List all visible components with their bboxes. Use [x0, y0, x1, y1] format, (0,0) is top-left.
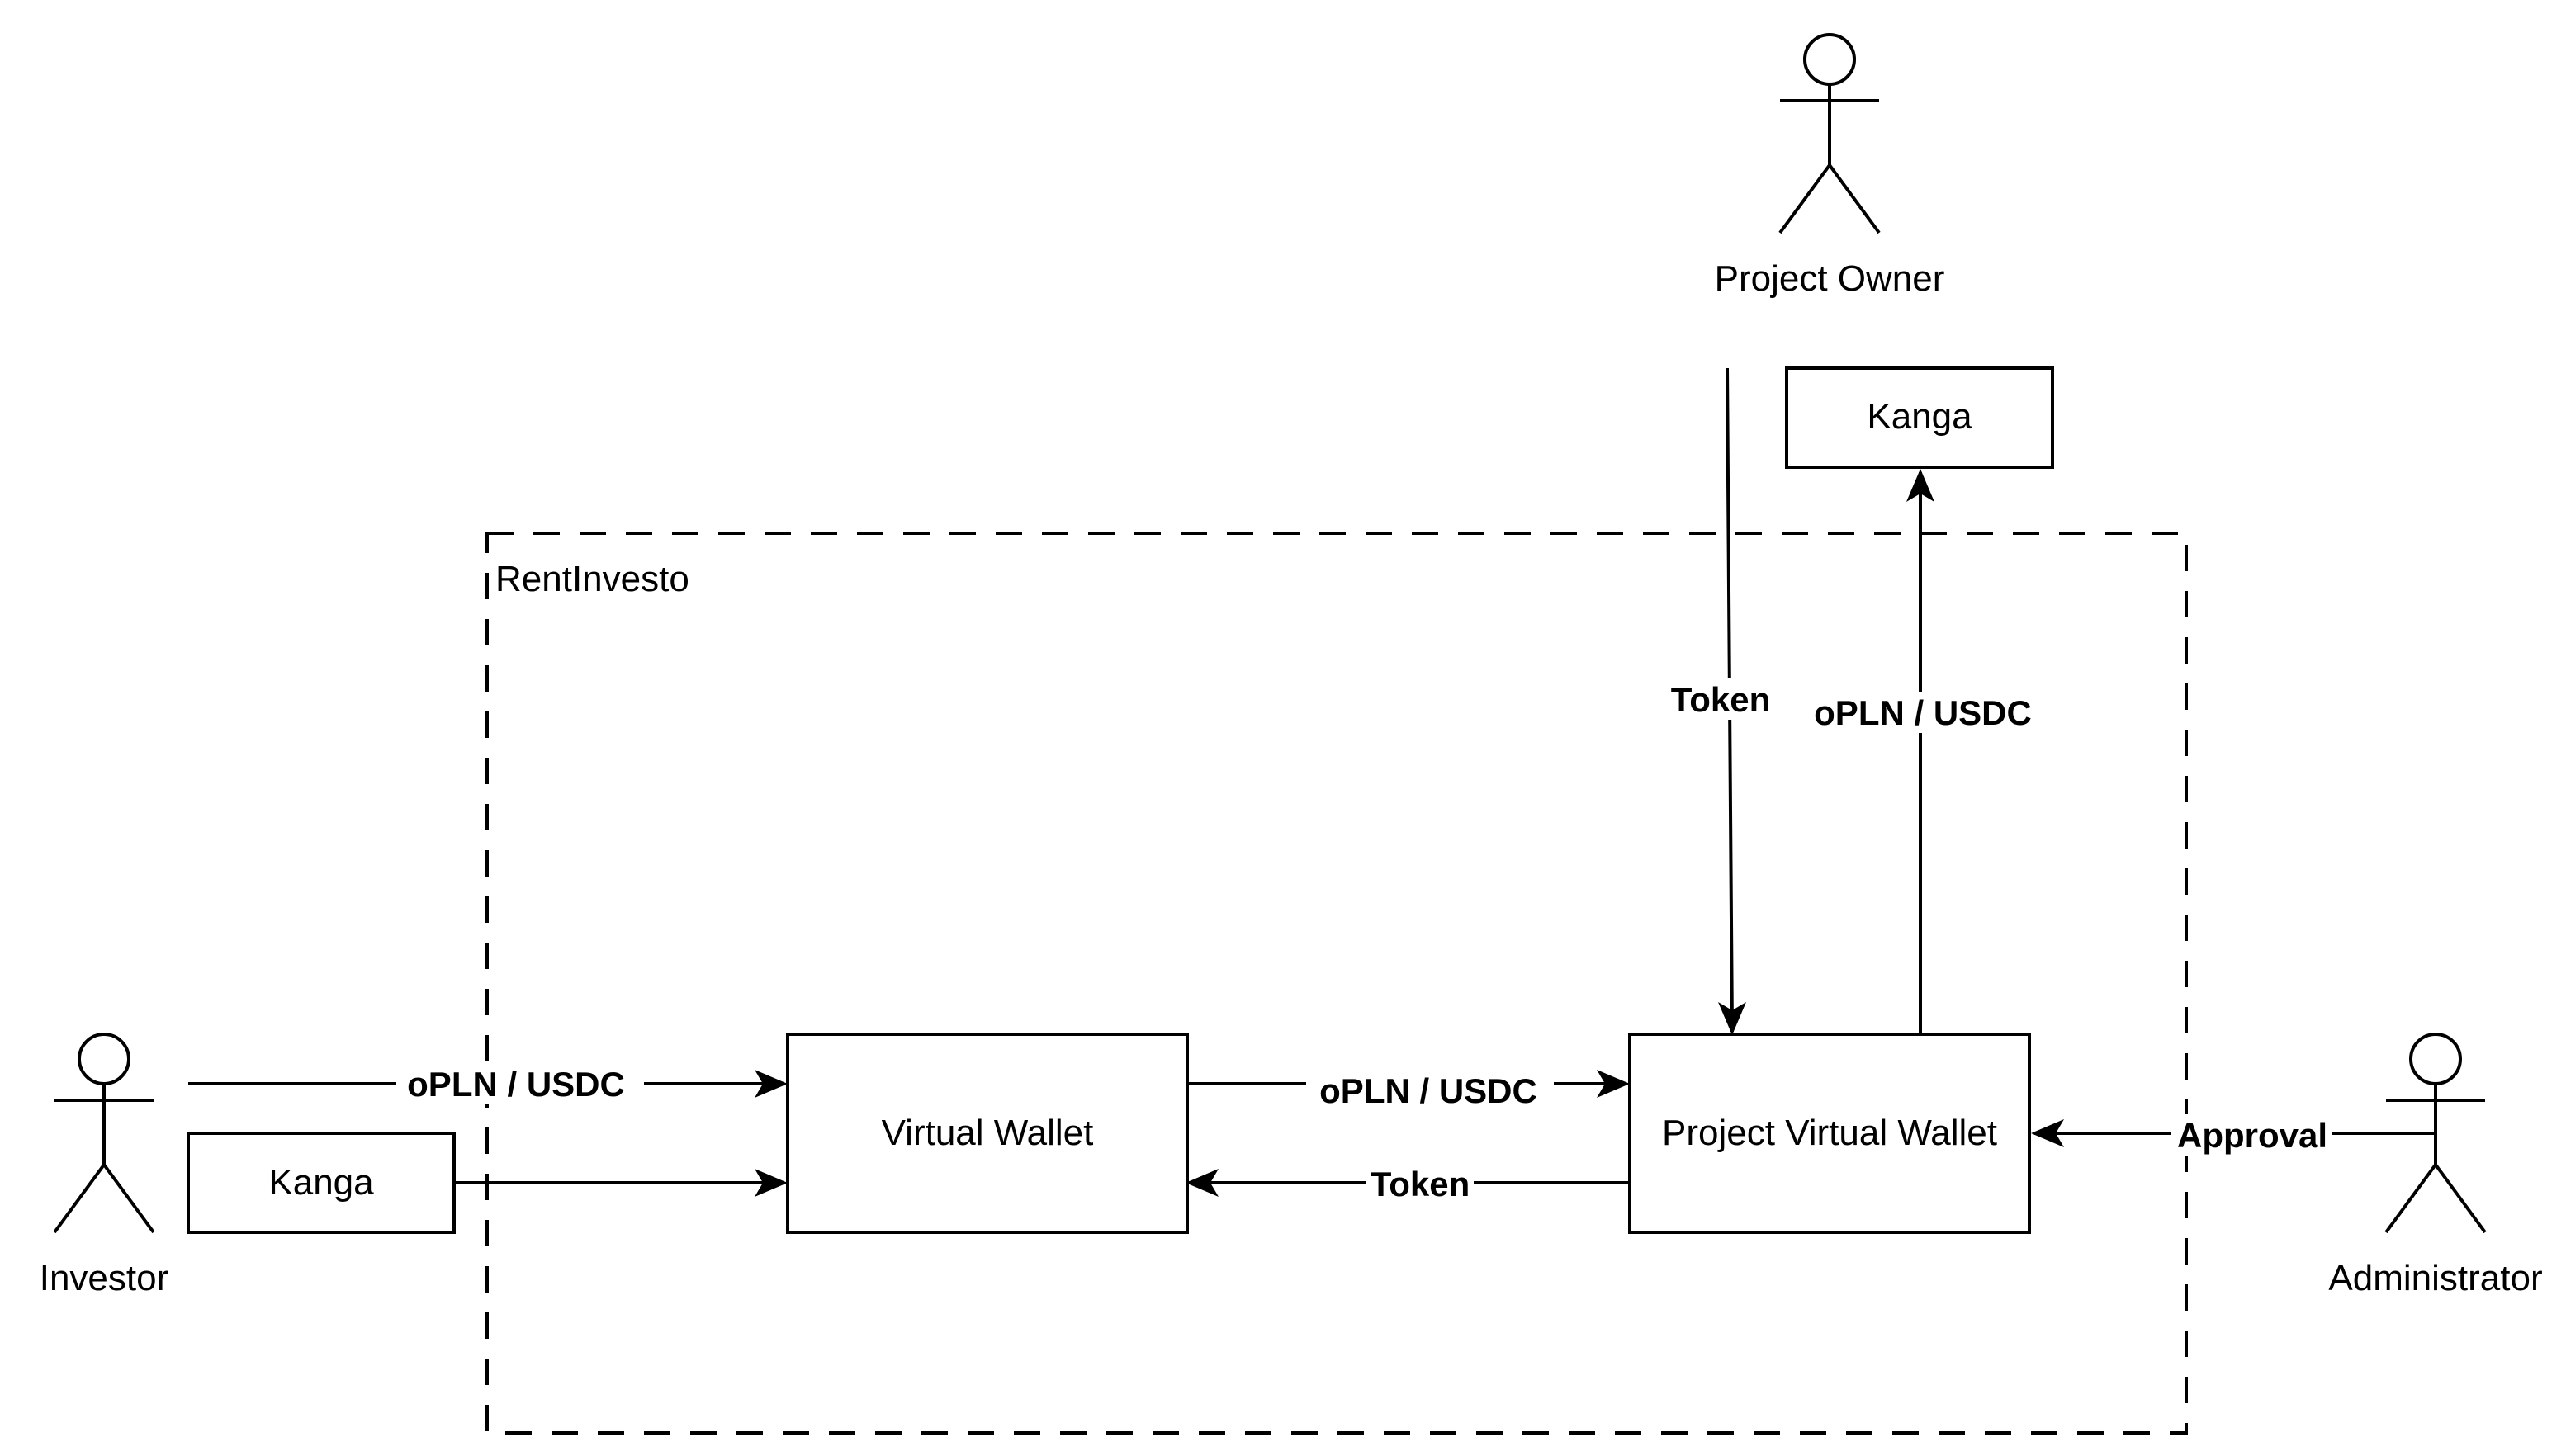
box-virtual-wallet-label: Virtual Wallet: [882, 1113, 1094, 1153]
edge-label-owner-project-wallet: Token: [1671, 680, 1771, 719]
edge-owner-to-project-wallet: Token: [1664, 367, 1779, 1035]
actor-project-owner: Project Owner: [1715, 33, 1945, 299]
box-virtual-wallet: Virtual Wallet: [786, 1033, 1189, 1234]
arrowhead: [755, 1169, 788, 1197]
stick-figure-icon: [1778, 33, 1881, 234]
edge-project-wallet-to-kanga: oPLN / USDC: [1800, 469, 2041, 1033]
actor-administrator-label: Administrator: [2328, 1258, 2542, 1298]
actor-project-owner-label: Project Owner: [1715, 258, 1945, 299]
arrowhead: [755, 1070, 788, 1098]
rentinvesto-boundary: RentInvesto: [485, 532, 2188, 1435]
edge-investor-to-virtual-wallet: oPLN / USDC: [188, 1063, 788, 1104]
box-kanga-top-label: Kanga: [1867, 396, 1972, 437]
box-project-virtual-wallet: Project Virtual Wallet: [1628, 1033, 2031, 1234]
box-kanga-top: Kanga: [1785, 366, 2054, 469]
actor-administrator: Administrator: [2328, 1033, 2543, 1298]
stick-figure-icon: [2384, 1033, 2487, 1234]
arrowhead: [1718, 1002, 1746, 1035]
stick-figure-icon: [53, 1033, 155, 1234]
boundary-label: RentInvesto: [495, 559, 689, 599]
edge-administrator-to-project-wallet: Approval: [2031, 1114, 2436, 1156]
actor-investor: Investor: [40, 1033, 169, 1298]
box-kanga-left-label: Kanga: [268, 1162, 374, 1203]
edge-label-investor-virtual-wallet: oPLN / USDC: [407, 1065, 625, 1104]
edge-label-administrator-project-wallet: Approval: [2177, 1116, 2327, 1155]
edge-project-wallet-to-virtual-wallet: Token: [1186, 1164, 1630, 1203]
box-kanga-left: Kanga: [187, 1132, 456, 1234]
edge-kanga-to-virtual-wallet: [454, 1169, 788, 1197]
actor-investor-label: Investor: [40, 1258, 169, 1298]
edge-label-project-wallet-virtual-wallet: Token: [1371, 1165, 1470, 1203]
arrowhead: [1906, 469, 1934, 502]
edge-virtual-wallet-to-project-wallet: oPLN / USDC: [1187, 1070, 1630, 1111]
arrowhead: [1597, 1070, 1630, 1098]
box-project-virtual-wallet-label: Project Virtual Wallet: [1662, 1113, 1997, 1153]
arrowhead: [1186, 1169, 1219, 1197]
edge-label-project-wallet-kanga: oPLN / USDC: [1814, 693, 2032, 732]
edge-label-virtual-wallet-project-wallet: oPLN / USDC: [1319, 1071, 1537, 1110]
arrowhead: [2031, 1119, 2064, 1147]
